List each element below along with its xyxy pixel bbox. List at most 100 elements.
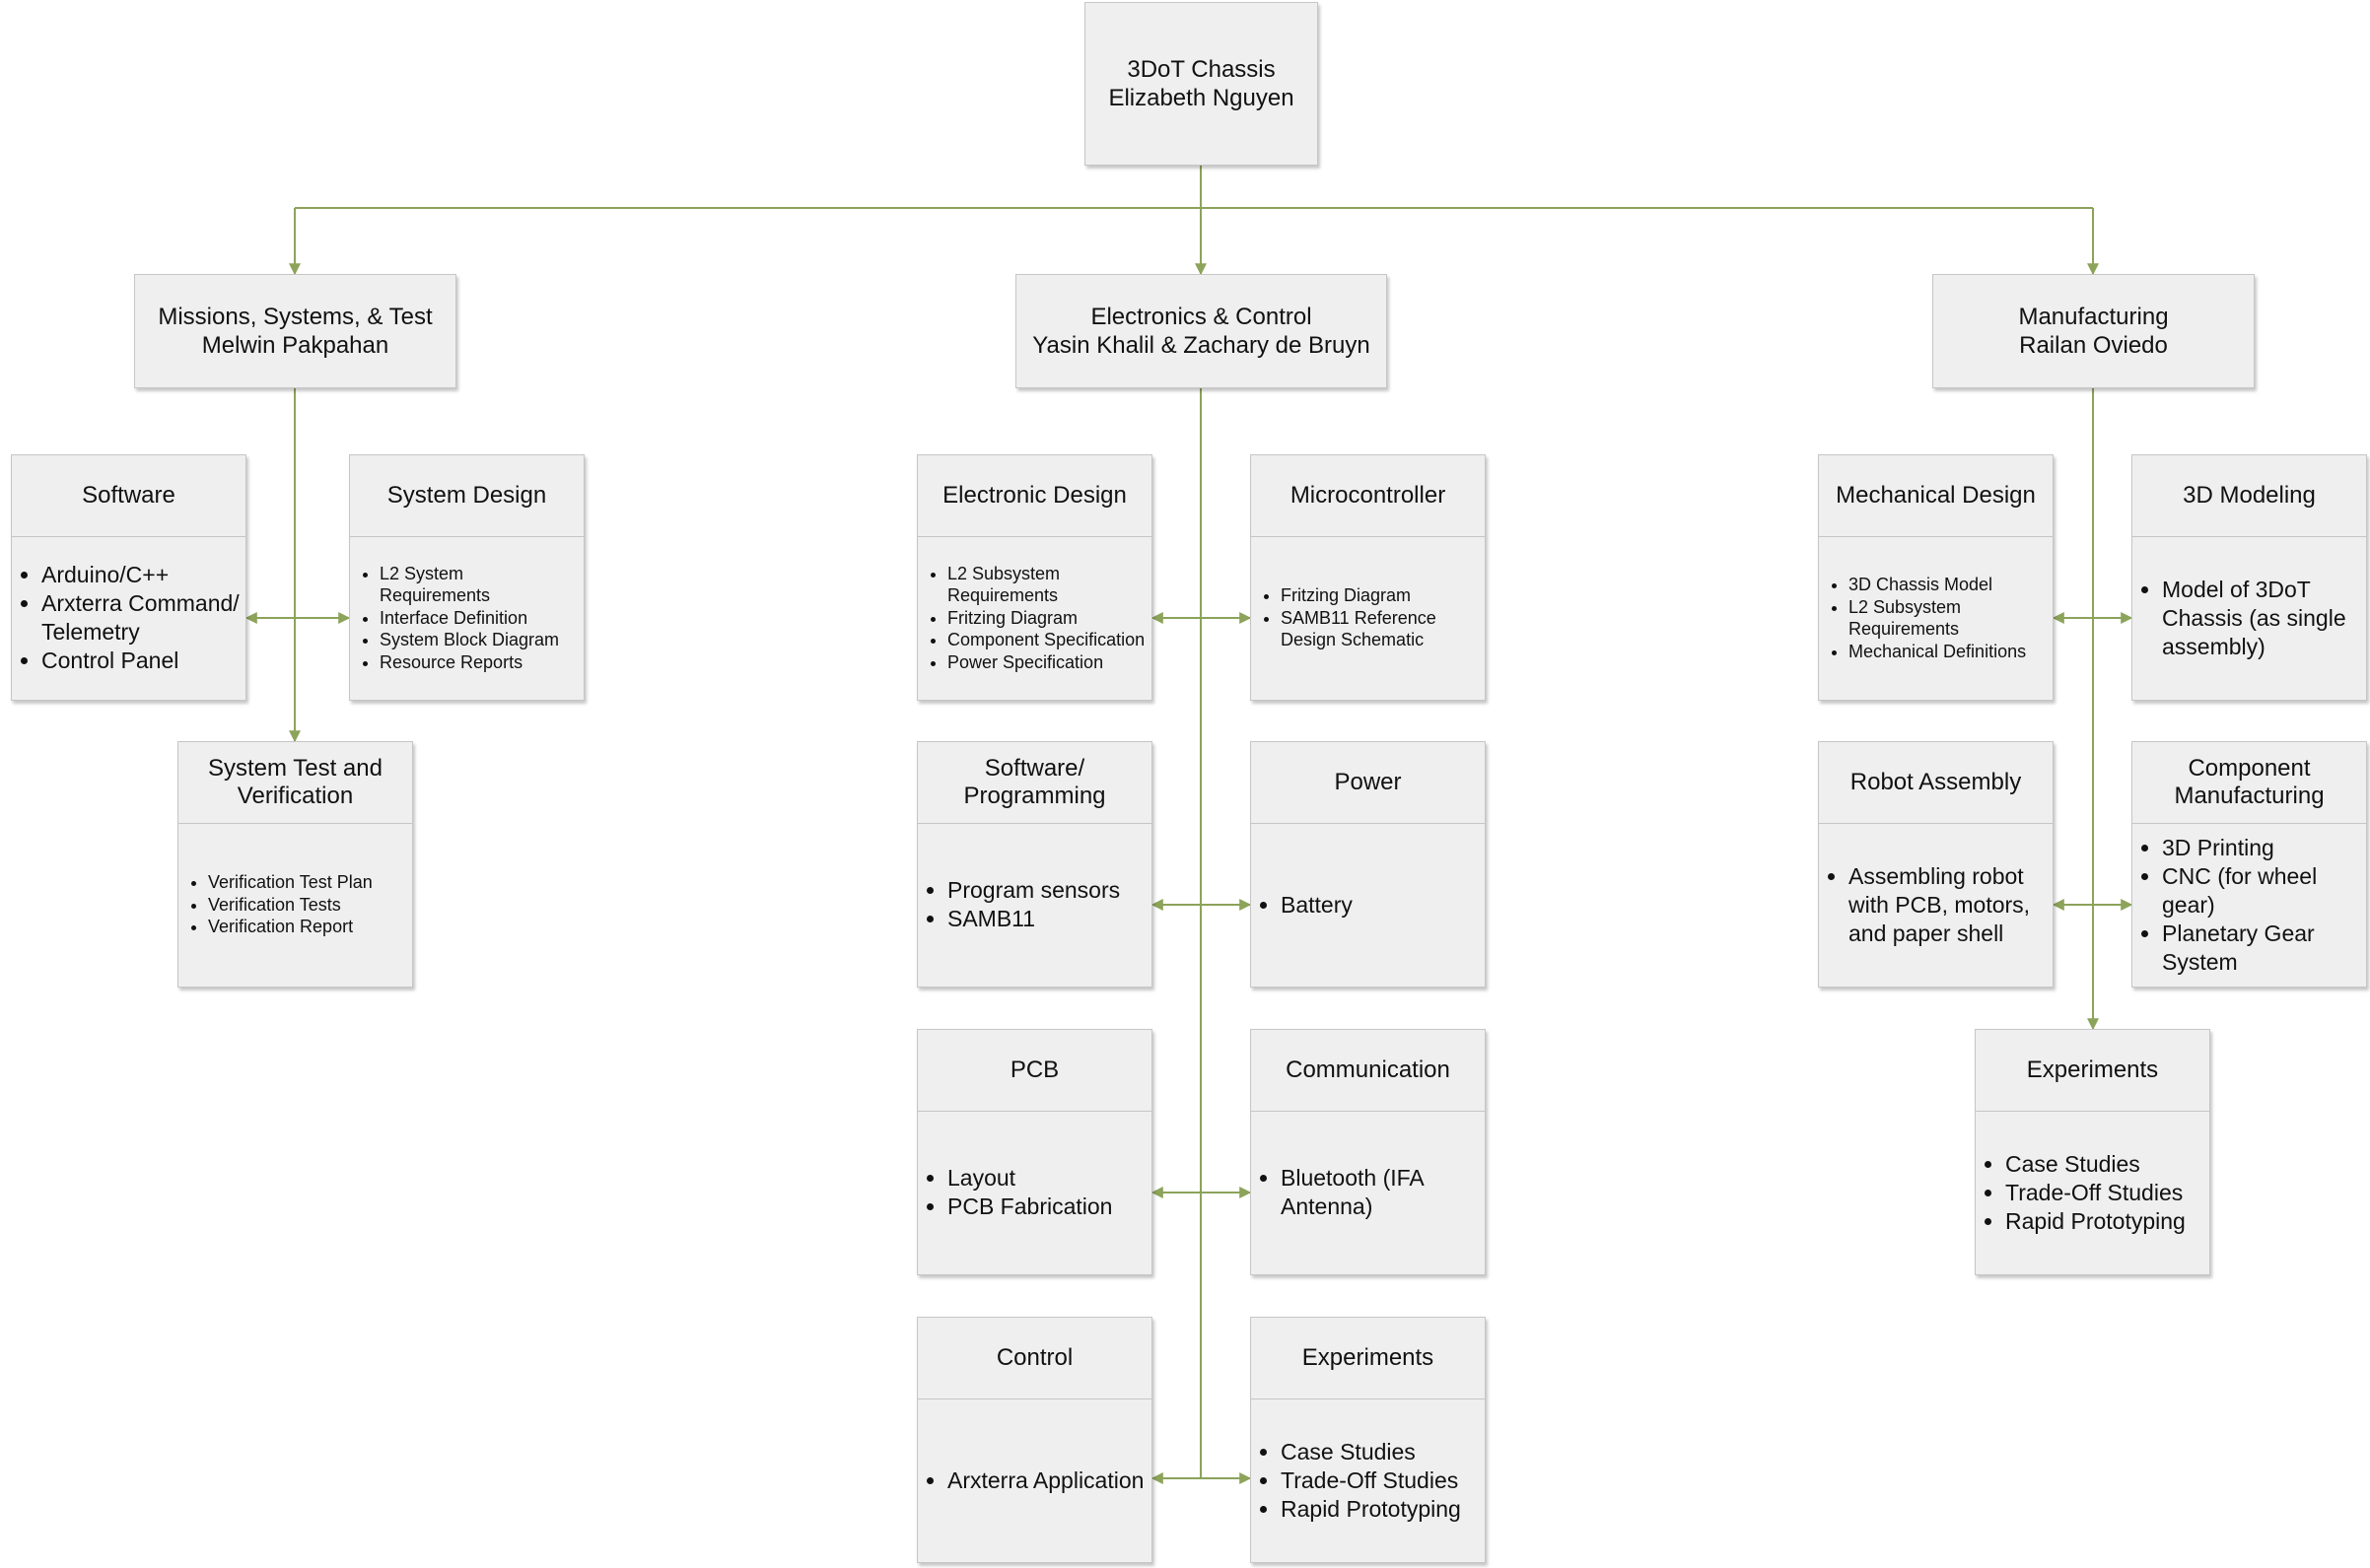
card-body: Model of 3DoT Chassis (as single assembl… [2132, 536, 2366, 700]
bullet-list: 3D PrintingCNC (for wheel gear)Planetary… [2132, 834, 2366, 977]
card-title: Software [12, 455, 245, 537]
bullet-item: Case Studies [2005, 1150, 2186, 1179]
branch-owner: Yasin Khalil & Zachary de Bruyn [1032, 332, 1370, 359]
bullet-item: Model of 3DoT Chassis (as single assembl… [2162, 576, 2360, 661]
card-title: Control [918, 1318, 1151, 1399]
card-power: PowerBattery [1250, 741, 1486, 988]
bullet-list: Battery [1251, 891, 1359, 920]
bullet-item: PCB Fabrication [947, 1193, 1112, 1221]
branch-title: Missions, Systems, & Test [158, 304, 433, 330]
card-software-programming: Software/ ProgrammingProgram sensorsSAMB… [917, 741, 1152, 988]
card-title: Communication [1251, 1030, 1485, 1112]
bullet-item: Verification Test Plan [208, 871, 373, 894]
bullet-item: Power Specification [947, 651, 1146, 674]
card-title: Experiments [1976, 1030, 2209, 1112]
card-body: LayoutPCB Fabrication [918, 1111, 1151, 1274]
card-experiments-mfg: ExperimentsCase StudiesTrade-Off Studies… [1975, 1029, 2210, 1275]
card-title: System Test and Verification [178, 742, 412, 824]
card-title: Power [1251, 742, 1485, 824]
bullet-item: Interface Definition [380, 607, 578, 630]
bullet-list: 3D Chassis ModelL2 Subsystem Requirement… [1819, 574, 2053, 662]
bullet-item: Trade-Off Studies [1281, 1466, 1461, 1495]
card-title: 3D Modeling [2132, 455, 2366, 537]
card-body: Arxterra Application [918, 1398, 1151, 1562]
card-title: System Design [350, 455, 584, 537]
bullet-item: Arxterra Application [947, 1466, 1144, 1495]
bullet-item: CNC (for wheel gear) [2162, 862, 2360, 920]
bullet-item: Mechanical Definitions [1848, 641, 2047, 663]
bullet-item: Verification Tests [208, 894, 373, 917]
card-title: Electronic Design [918, 455, 1151, 537]
bullet-item: Verification Report [208, 916, 373, 938]
bullet-item: Control Panel [41, 647, 240, 675]
bullet-item: Rapid Prototyping [1281, 1495, 1461, 1524]
bullet-item: Arxterra Command/ Telemetry [41, 589, 240, 647]
bullet-item: L2 Subsystem Requirements [947, 563, 1146, 607]
bullet-item: Arduino/C++ [41, 561, 240, 589]
root-owner: Elizabeth Nguyen [1108, 85, 1294, 111]
card-body: Verification Test PlanVerification Tests… [178, 823, 412, 987]
bullet-item: 3D Printing [2162, 834, 2360, 862]
branch-owner: Melwin Pakpahan [201, 332, 389, 359]
card-3d-modeling: 3D ModelingModel of 3DoT Chassis (as sin… [2131, 454, 2367, 701]
root-title: 3DoT Chassis [1127, 56, 1276, 83]
card-body: Bluetooth (IFA Antenna) [1251, 1111, 1485, 1274]
bullet-item: Battery [1281, 891, 1353, 920]
bullet-item: Fritzing Diagram [1281, 584, 1479, 607]
card-body: Case StudiesTrade-Off StudiesRapid Proto… [1251, 1398, 1485, 1562]
bullet-item: Layout [947, 1164, 1112, 1193]
bullet-list: Assembling robot with PCB, motors, and p… [1819, 862, 2053, 948]
card-title: Software/ Programming [918, 742, 1151, 824]
card-body: Battery [1251, 823, 1485, 987]
bullet-item: 3D Chassis Model [1848, 574, 2047, 596]
card-body: 3D Chassis ModelL2 Subsystem Requirement… [1819, 536, 2053, 700]
card-body: L2 System RequirementsInterface Definiti… [350, 536, 584, 700]
branch-owner: Railan Oviedo [2019, 332, 2168, 359]
bullet-item: L2 Subsystem Requirements [1848, 596, 2047, 641]
bullet-item: Trade-Off Studies [2005, 1179, 2186, 1207]
branch-title: Electronics & Control [1090, 304, 1312, 330]
card-system-design: System Design L2 System RequirementsInter… [349, 454, 585, 701]
card-communication: CommunicationBluetooth (IFA Antenna) [1250, 1029, 1486, 1275]
card-body: Arduino/C++Arxterra Command/ TelemetryCo… [12, 536, 245, 700]
card-body: Fritzing DiagramSAMB11 Reference Design … [1251, 536, 1485, 700]
card-body: Assembling robot with PCB, motors, and p… [1819, 823, 2053, 987]
root-box: 3DoT Chassis Elizabeth Nguyen [1084, 2, 1318, 166]
card-body: Program sensorsSAMB11 [918, 823, 1151, 987]
bullet-item: Case Studies [1281, 1438, 1461, 1466]
bullet-list: Case StudiesTrade-Off StudiesRapid Proto… [1976, 1150, 2192, 1236]
branch-title: Manufacturing [2018, 304, 2169, 330]
bullet-list: Model of 3DoT Chassis (as single assembl… [2132, 576, 2366, 661]
bullet-list: Bluetooth (IFA Antenna) [1251, 1164, 1485, 1221]
bullet-item: System Block Diagram [380, 629, 578, 651]
bullet-item: L2 System Requirements [380, 563, 578, 607]
card-mechanical-design: Mechanical Design 3D Chassis ModelL2 Subs… [1818, 454, 2054, 701]
bullet-item: SAMB11 [947, 905, 1120, 933]
bullet-list: Program sensorsSAMB11 [918, 876, 1126, 933]
bullet-item: Fritzing Diagram [947, 607, 1146, 630]
bullet-list: L2 Subsystem RequirementsFritzing Diagra… [918, 563, 1151, 674]
card-system-test: System Test and VerificationVerification… [177, 741, 413, 988]
card-experiments-ec: ExperimentsCase StudiesTrade-Off Studies… [1250, 1317, 1486, 1563]
bullet-item: SAMB11 Reference Design Schematic [1281, 607, 1479, 651]
card-body: Case StudiesTrade-Off StudiesRapid Proto… [1976, 1111, 2209, 1274]
bullet-item: Bluetooth (IFA Antenna) [1281, 1164, 1479, 1221]
branch-manufacturing: Manufacturing Railan Oviedo [1932, 274, 2255, 388]
card-body: L2 Subsystem RequirementsFritzing Diagra… [918, 536, 1151, 700]
bullet-item: Assembling robot with PCB, motors, and p… [1848, 862, 2047, 948]
card-control: ControlArxterra Application [917, 1317, 1152, 1563]
bullet-list: Arduino/C++Arxterra Command/ TelemetryCo… [12, 561, 245, 675]
bullet-list: Case StudiesTrade-Off StudiesRapid Proto… [1251, 1438, 1467, 1524]
bullet-list: Arxterra Application [918, 1466, 1150, 1495]
card-title: Mechanical Design [1819, 455, 2053, 537]
card-title: PCB [918, 1030, 1151, 1112]
card-title: Microcontroller [1251, 455, 1485, 537]
bullet-list: L2 System RequirementsInterface Definiti… [350, 563, 584, 674]
bullet-item: Resource Reports [380, 651, 578, 674]
card-title: Robot Assembly [1819, 742, 2053, 824]
bullet-item: Planetary Gear System [2162, 920, 2360, 977]
bullet-item: Rapid Prototyping [2005, 1207, 2186, 1236]
bullet-item: Component Specification [947, 629, 1146, 651]
